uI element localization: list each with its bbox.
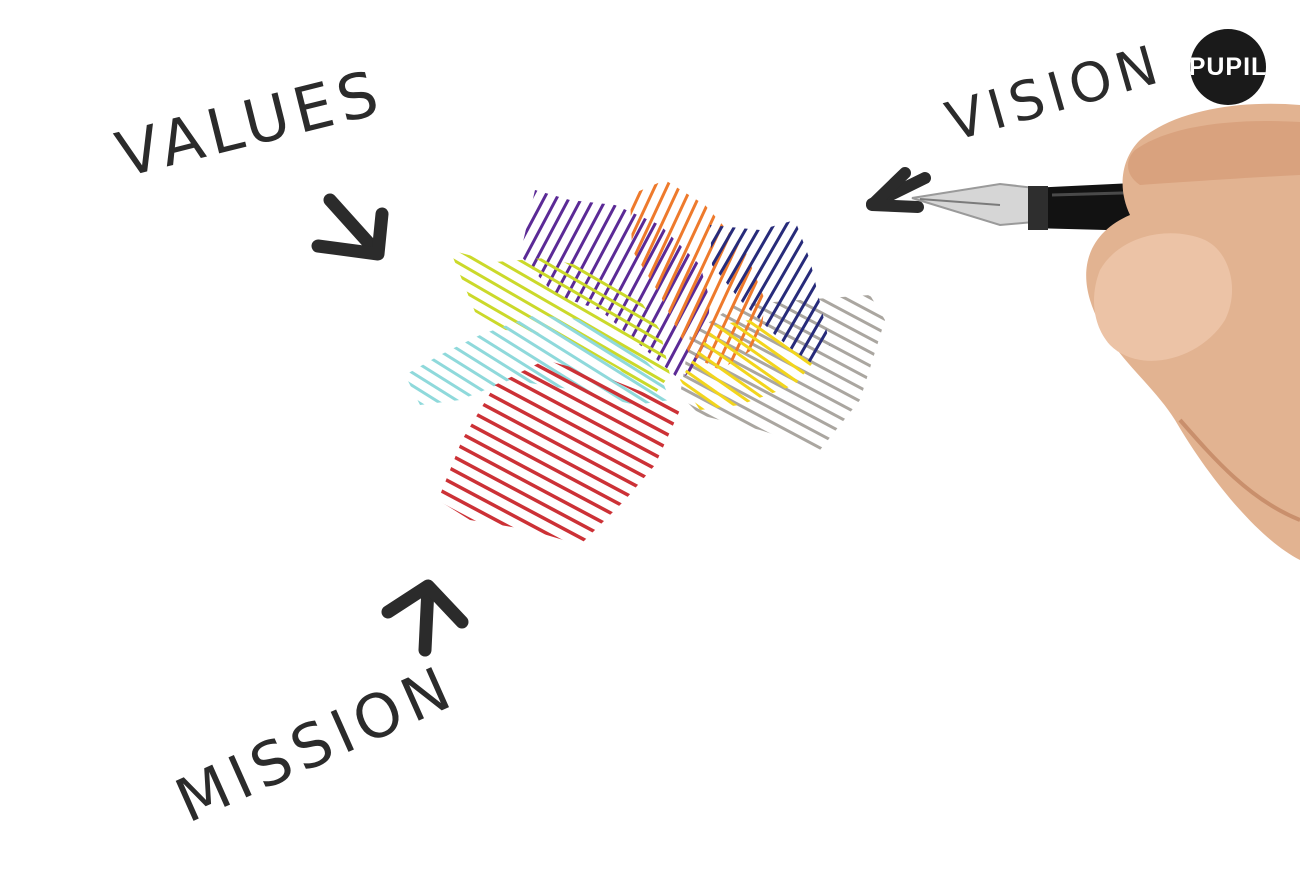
arrow-left-icon	[866, 167, 931, 213]
arrow-up-icon	[381, 579, 469, 657]
pupil-logo: PUPIL	[1190, 29, 1266, 105]
logo-text: PUPIL	[1190, 52, 1266, 81]
hand-icon	[1086, 103, 1300, 561]
arrow-down-right-icon	[311, 193, 389, 261]
